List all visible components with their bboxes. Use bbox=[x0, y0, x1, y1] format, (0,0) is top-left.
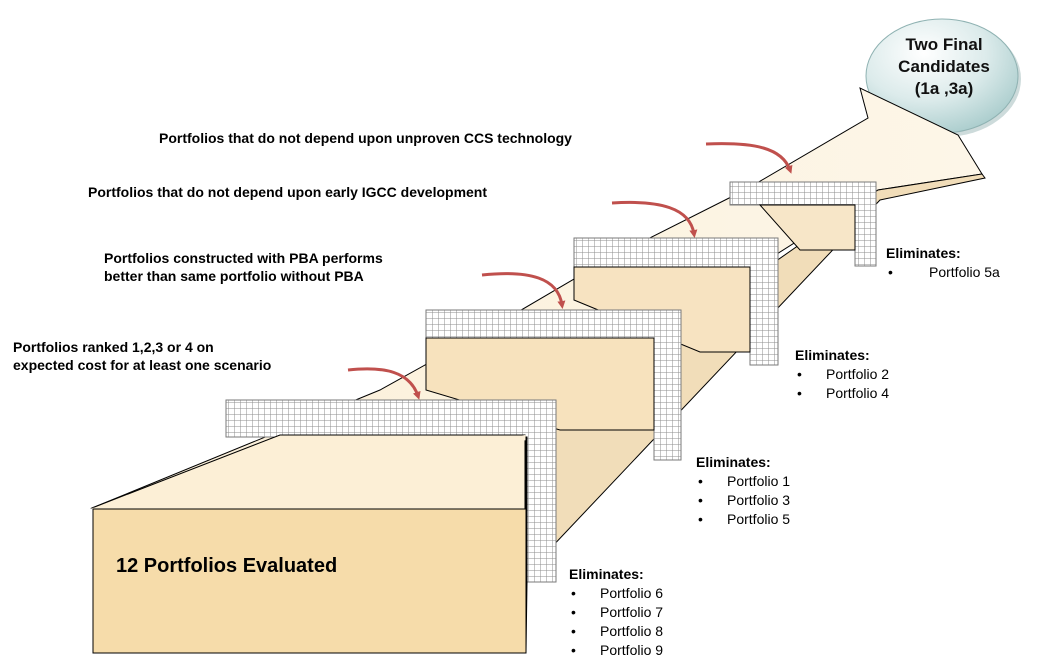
callout-arrow-2 bbox=[481, 272, 566, 309]
list-item: • Portfolio 4 bbox=[795, 384, 889, 403]
list-item: • Portfolio 3 bbox=[696, 491, 790, 510]
list-item: • Portfolio 9 bbox=[569, 641, 663, 660]
bullet: • bbox=[888, 264, 893, 280]
eliminates-heading: Eliminates: bbox=[696, 454, 771, 470]
criterion-1-line-1: Portfolios ranked 1,2,3 or 4 on bbox=[13, 339, 214, 355]
final-line-1: Two Final bbox=[905, 35, 983, 54]
bullet: • bbox=[698, 473, 703, 489]
callout-arrows bbox=[347, 142, 793, 400]
eliminates-heading: Eliminates: bbox=[569, 566, 644, 582]
callout-arrow-1 bbox=[347, 367, 421, 400]
list-item: • Portfolio 6 bbox=[569, 584, 663, 603]
bullet: • bbox=[797, 366, 802, 382]
base-block bbox=[91, 434, 528, 654]
portfolio-label: Portfolio 6 bbox=[600, 585, 664, 601]
eliminates-heading: Eliminates: bbox=[886, 245, 961, 261]
portfolio-label: Portfolio 7 bbox=[600, 604, 664, 620]
eliminates-heading: Eliminates: bbox=[795, 347, 870, 363]
bullet: • bbox=[571, 585, 576, 601]
criterion-1: Portfolios ranked 1,2,3 or 4 on expected… bbox=[13, 338, 271, 374]
criterion-3-line-1: Portfolios that do not depend upon early… bbox=[88, 184, 488, 200]
list-item: • Portfolio 7 bbox=[569, 603, 663, 622]
portfolio-label: Portfolio 5 bbox=[727, 511, 791, 527]
list-item: • Portfolio 2 bbox=[795, 365, 889, 384]
filter-screen-4 bbox=[729, 181, 877, 267]
bullet: • bbox=[571, 623, 576, 639]
eliminates-stage-2: Eliminates: • Portfolio 1 • Portfolio 3 • P… bbox=[696, 453, 790, 529]
criterion-4-line-1: Portfolios that do not depend upon unpro… bbox=[159, 130, 572, 146]
criterion-1-line-2: expected cost for at least one scenario bbox=[13, 357, 272, 373]
portfolio-label: Portfolio 1 bbox=[727, 473, 791, 489]
final-candidates-sphere bbox=[865, 18, 1021, 137]
portfolio-label: Portfolio 3 bbox=[727, 492, 791, 508]
list-item: • Portfolio 1 bbox=[696, 472, 790, 491]
criterion-2-line-2: better than same portfolio without PBA bbox=[104, 268, 364, 284]
final-line-2: Candidates bbox=[898, 57, 990, 76]
list-item: • Portfolio 5a bbox=[886, 263, 1000, 282]
portfolio-label: Portfolio 8 bbox=[600, 623, 664, 639]
bullet: • bbox=[571, 604, 576, 620]
base-label: 12 Portfolios Evaluated bbox=[116, 555, 338, 577]
list-item: • Portfolio 5 bbox=[696, 510, 790, 529]
eliminates-stage-4: Eliminates: • Portfolio 5a bbox=[886, 244, 1000, 282]
portfolio-label: Portfolio 9 bbox=[600, 642, 664, 658]
portfolio-label: Portfolio 2 bbox=[826, 366, 890, 382]
eliminates-stage-1: Eliminates: • Portfolio 6 • Portfolio 7 • P… bbox=[569, 565, 663, 660]
bullet: • bbox=[698, 492, 703, 508]
bullet: • bbox=[797, 385, 802, 401]
bullet: • bbox=[571, 642, 576, 658]
portfolio-label: Portfolio 4 bbox=[826, 385, 890, 401]
criterion-2: Portfolios constructed with PBA performs… bbox=[104, 249, 383, 285]
list-item: • Portfolio 8 bbox=[569, 622, 663, 641]
final-candidates-label: Two Final Candidates (1a ,3a) bbox=[893, 34, 995, 100]
bullet: • bbox=[698, 511, 703, 527]
criterion-2-line-1: Portfolios constructed with PBA performs bbox=[104, 250, 383, 266]
callout-arrow-3 bbox=[611, 200, 698, 238]
criterion-3: Portfolios that do not depend upon early… bbox=[88, 183, 487, 201]
final-line-3: (1a ,3a) bbox=[914, 79, 974, 98]
eliminates-stage-3: Eliminates: • Portfolio 2 • Portfolio 4 bbox=[795, 346, 889, 403]
callout-arrow-4 bbox=[705, 142, 793, 174]
portfolio-label: Portfolio 5a bbox=[929, 264, 1000, 280]
criterion-4: Portfolios that do not depend upon unpro… bbox=[159, 129, 572, 147]
